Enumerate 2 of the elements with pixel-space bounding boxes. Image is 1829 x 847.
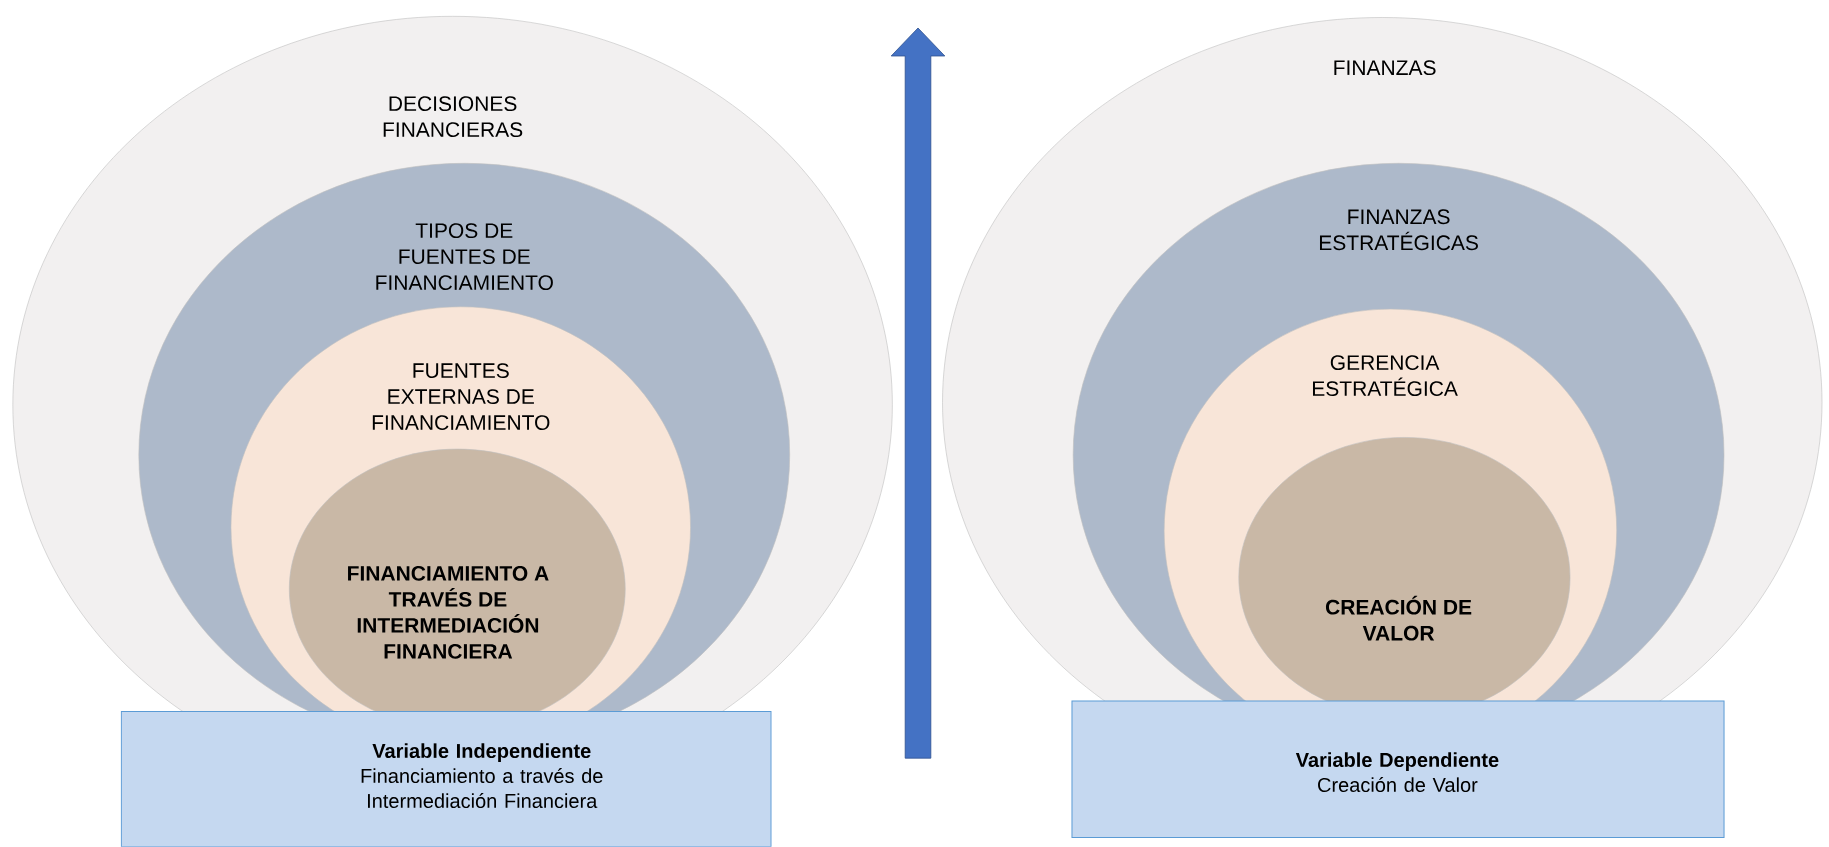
text-box: Variable Independiente Financiamiento a través de Intermediación Financiera: [120, 711, 772, 847]
text-box: Variable Dependiente Creación de Valor: [1071, 700, 1725, 839]
